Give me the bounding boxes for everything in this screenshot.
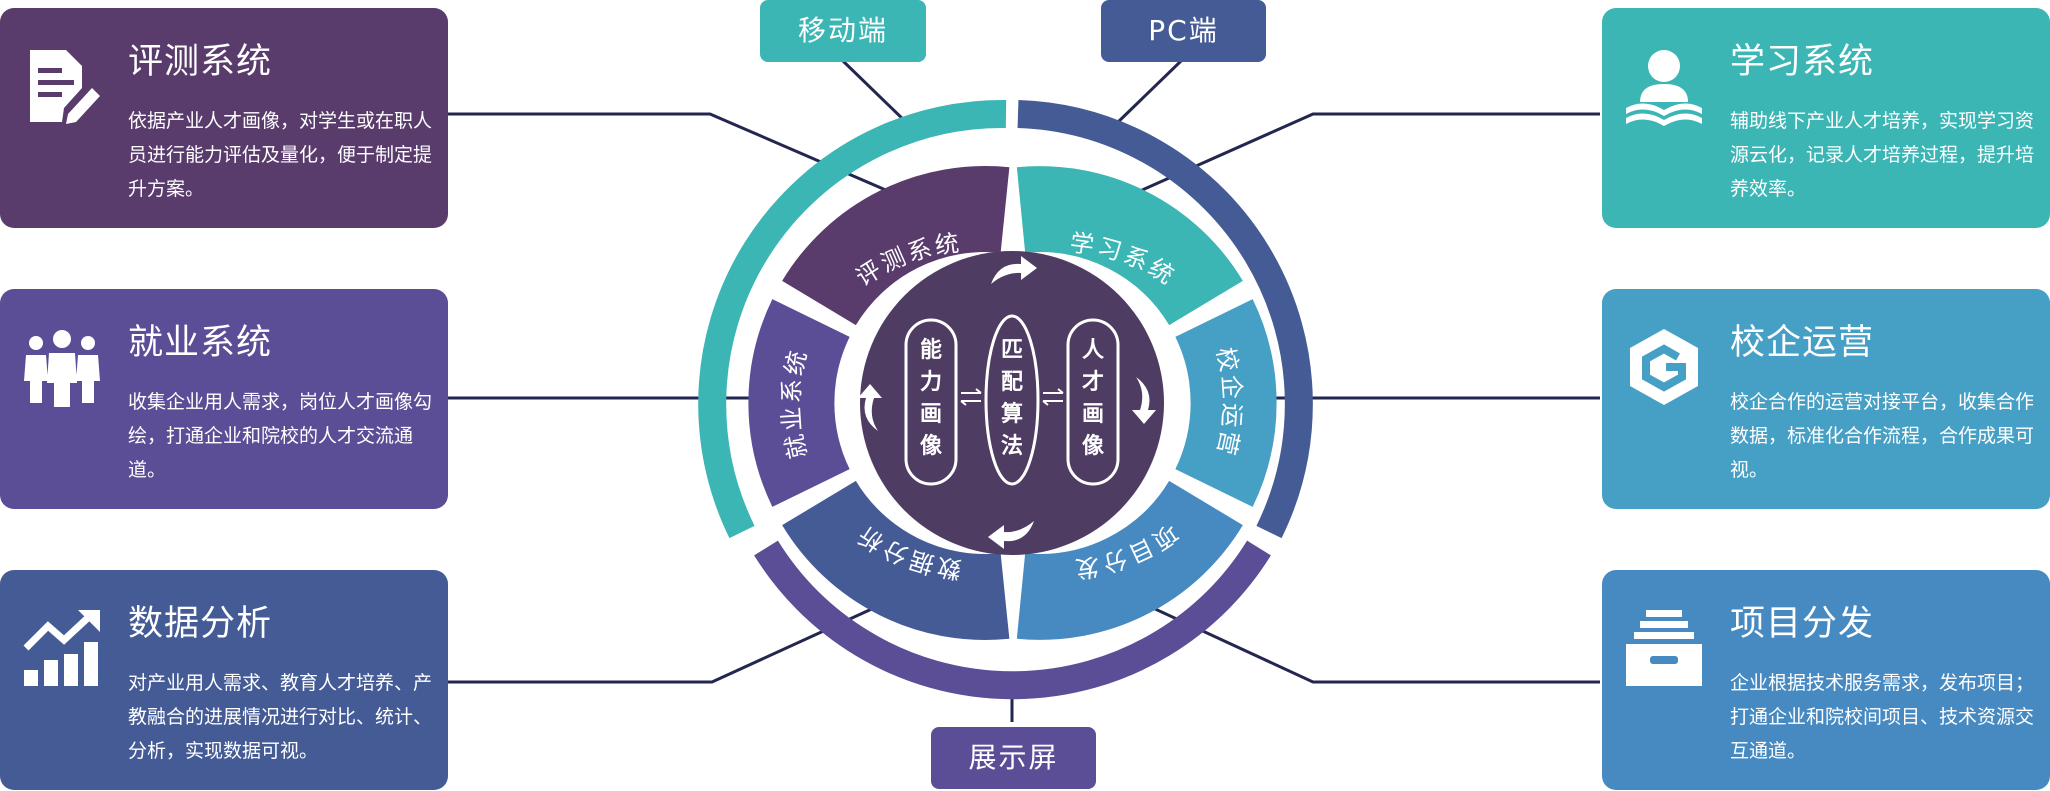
ring-segment-jiuye xyxy=(748,299,851,507)
card-description: 校企合作的运营对接平台，收集合作数据，标准化合作流程，合作成果可视。 xyxy=(1730,391,2035,481)
pill-ability-profile xyxy=(904,318,958,486)
pill-char: 才 xyxy=(1082,369,1104,395)
cycle-arrow-top-icon xyxy=(991,256,1037,284)
card-description: 依据产业人才画像，对学生或在职人员进行能力评估及量化，便于制定提升方案。 xyxy=(128,110,433,200)
center-pills: 能 力 画 像 匹 配 算 法 人 才 画 像 xyxy=(904,314,1120,486)
file-box-icon xyxy=(1626,610,1702,686)
pill-char: 画 xyxy=(920,402,942,427)
cycle-arrow-right-icon xyxy=(1132,377,1156,424)
outer-ring xyxy=(698,99,1313,700)
pc-label: PC端 xyxy=(1101,0,1266,62)
segment-ring xyxy=(748,166,1277,640)
cycle-arrows xyxy=(858,256,1156,549)
pill-char: 算 xyxy=(1001,401,1023,427)
pill-char: 法 xyxy=(1001,434,1023,459)
bar-chart-icon xyxy=(23,610,100,686)
outer-ring-purple xyxy=(754,540,1271,700)
card-title: 项目分发 xyxy=(1730,604,1875,644)
connector-xuexi xyxy=(1139,112,1600,193)
card-title: 就业系统 xyxy=(128,323,273,363)
pill-char: 能 xyxy=(920,337,942,363)
card-title: 评测系统 xyxy=(128,42,273,82)
pill-talent-profile xyxy=(1066,318,1120,486)
pill-matching-algorithm xyxy=(984,314,1040,486)
ring-segment-xuexi xyxy=(1016,166,1243,327)
team-icon xyxy=(24,330,100,407)
exchange-arrows-icon xyxy=(960,388,1064,406)
card-pingce: 评测系统 依据产业人才画像，对学生或在职人员进行能力评估及量化，便于制定提升方案… xyxy=(0,8,448,228)
card-jiuye: 就业系统 收集企业用人需求，岗位人才画像勾绘，打通企业和院校的人才交流通道。 xyxy=(0,289,448,509)
ring-segment-xiangmu xyxy=(1016,479,1243,640)
card-xiaoqi: 校企运营 校企合作的运营对接平台，收集合作数据，标准化合作流程，合作成果可视。 xyxy=(1602,289,2050,509)
mobile-label: 移动端 xyxy=(760,0,926,62)
outer-ring-teal xyxy=(698,99,1007,539)
g-logo-icon xyxy=(1630,329,1698,405)
card-xuexi: 学习系统 辅助线下产业人才培养，实现学习资源云化，记录人才培养过程，提升培养效率… xyxy=(1602,8,2050,228)
card-description: 企业根据技术服务需求，发布项目；打通企业和院校间项目、技术资源交互通道。 xyxy=(1730,672,2035,762)
pill-char: 像 xyxy=(1082,433,1105,459)
ring-segment-shuju xyxy=(782,479,1010,640)
pill-char: 人 xyxy=(1082,338,1104,363)
pill-char: 力 xyxy=(920,370,942,395)
screen-label: 展示屏 xyxy=(931,727,1096,789)
document-edit-icon xyxy=(30,50,100,124)
connector-pc xyxy=(1114,59,1183,126)
card-title: 学习系统 xyxy=(1730,42,1875,82)
cycle-arrow-bottom-icon xyxy=(988,521,1034,549)
card-title: 数据分析 xyxy=(128,604,273,644)
pill-char: 配 xyxy=(1001,370,1023,395)
card-description: 对产业用人需求、教育人才培养、产教融合的进展情况进行对比、统计、分析，实现数据可… xyxy=(128,672,433,762)
cycle-arrow-left-icon xyxy=(858,384,882,431)
reader-icon xyxy=(1626,50,1702,126)
card-xiangmu: 项目分发 企业根据技术服务需求，发布项目；打通企业和院校间项目、技术资源交互通道… xyxy=(1602,570,2050,790)
pill-char: 画 xyxy=(1082,402,1104,427)
card-description: 收集企业用人需求，岗位人才画像勾绘，打通企业和院校的人才交流通道。 xyxy=(128,391,433,481)
outer-ring-blue xyxy=(1017,100,1313,539)
pill-char: 像 xyxy=(920,433,943,459)
connector-mobile xyxy=(841,59,910,126)
card-description: 辅助线下产业人才培养，实现学习资源云化，记录人才培养过程，提升培养效率。 xyxy=(1730,110,2035,200)
ring-segment-pingce xyxy=(782,166,1010,327)
card-title: 校企运营 xyxy=(1730,323,1875,363)
pill-char: 匹 xyxy=(1001,338,1023,363)
ring-segment-xiaoqi xyxy=(1174,299,1277,507)
card-shuju: 数据分析 对产业用人需求、教育人才培养、产教融合的进展情况进行对比、统计、分析，… xyxy=(0,570,448,790)
